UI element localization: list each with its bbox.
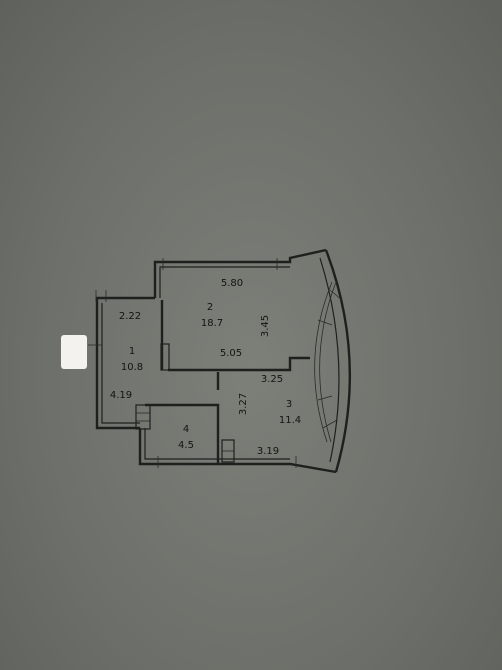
room-area: 10.8 — [121, 362, 143, 373]
window-ticks — [88, 258, 343, 468]
room-area: 18.7 — [201, 318, 223, 329]
room-number: 2 — [207, 302, 213, 313]
dimension-label: 5.05 — [220, 348, 242, 359]
dimension-label: 3.45 — [260, 315, 271, 337]
room-area: 4.5 — [178, 440, 194, 451]
room-number: 1 — [129, 346, 135, 357]
dimension-label: 3.27 — [238, 393, 249, 415]
inner-walls — [135, 300, 310, 464]
dimension-label: 3.25 — [261, 374, 283, 385]
room-number: 4 — [183, 424, 189, 435]
room-2-label: 2 18.7 — [201, 302, 223, 329]
dimension-label: 2.22 — [119, 311, 141, 322]
room-3-label: 3 11.4 — [279, 399, 301, 426]
white-sticker — [61, 335, 87, 369]
dimension-label: 3.19 — [257, 446, 279, 457]
dimension-label: 5.80 — [221, 278, 243, 289]
room-1-label: 1 10.8 — [121, 346, 143, 373]
room-4-label: 4 4.5 — [178, 424, 194, 451]
room-area: 11.4 — [279, 415, 301, 426]
dimension-label: 4.19 — [110, 390, 132, 401]
room-number: 3 — [286, 399, 292, 410]
outer-walls — [95, 248, 352, 474]
